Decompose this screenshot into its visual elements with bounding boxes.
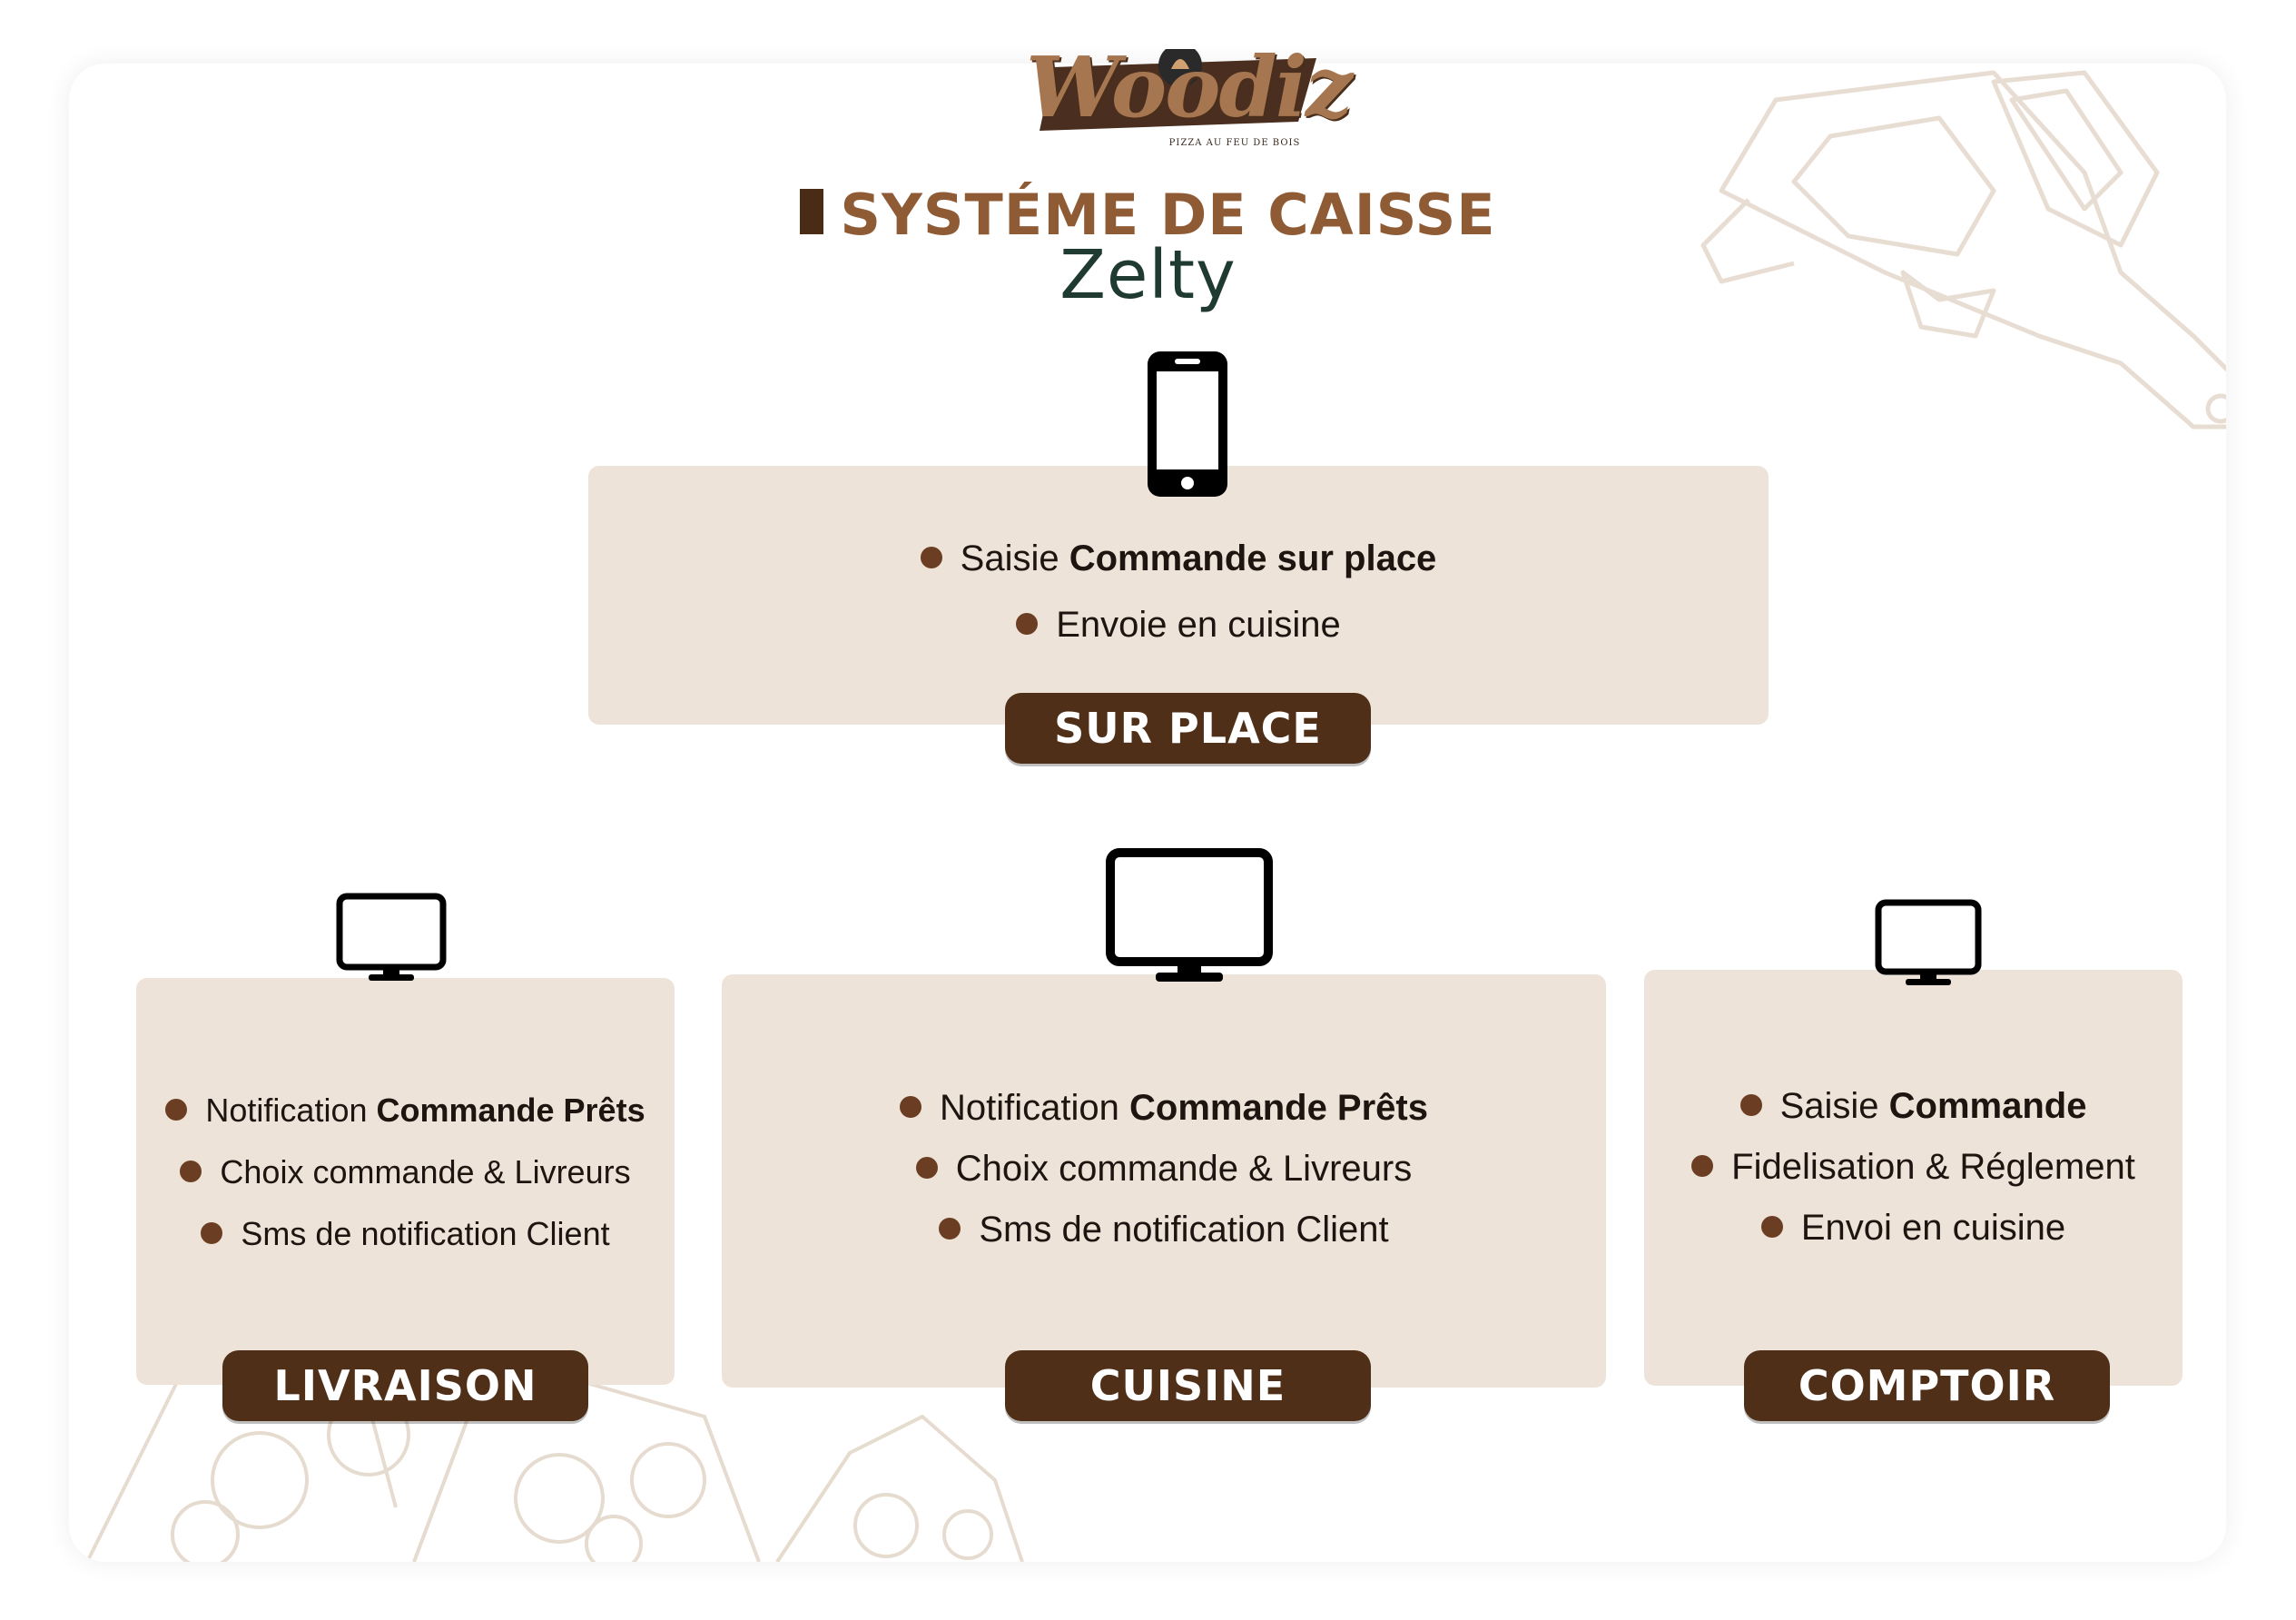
list-item: Saisie Commande sur place	[588, 538, 1769, 579]
livraison-list: Notification Commande Prêts Choix comman…	[136, 1092, 675, 1253]
list-item: Sms de notification Client	[722, 1210, 1606, 1250]
monitor-icon	[336, 893, 447, 981]
sur-place-label: SUR PLACE	[1005, 693, 1371, 764]
list-item: Fidelisation & Réglement	[1644, 1147, 2183, 1188]
bullet-dot	[1691, 1155, 1714, 1178]
logo-wordmark: Woodiz	[1026, 38, 1353, 136]
title-row: SYSTÉME DE CAISSE	[0, 182, 2296, 248]
bullet-dot	[1016, 613, 1039, 636]
panel-sur-place: Saisie Commande sur place Envoie en cuis…	[588, 466, 1769, 725]
panel-cuisine: Notification Commande Prêts Choix comman…	[722, 974, 1606, 1388]
list-item: Choix commande & Livreurs	[722, 1149, 1606, 1190]
page-title: SYSTÉME DE CAISSE	[800, 182, 1495, 248]
list-item: Envoie en cuisine	[588, 605, 1769, 646]
page-title-text: SYSTÉME DE CAISSE	[840, 182, 1496, 248]
cuisine-list: Notification Commande Prêts Choix comman…	[722, 1088, 1606, 1250]
cutting-board-illustration	[1700, 70, 2226, 430]
list-item: Notification Commande Prêts	[136, 1092, 675, 1130]
panel-comptoir: Saisie Commande Fidelisation & Réglement…	[1644, 970, 2183, 1386]
livraison-label: LIVRAISON	[222, 1350, 588, 1421]
list-item: Envoi en cuisine	[1644, 1208, 2183, 1249]
bullet-dot	[920, 547, 942, 569]
smartphone-icon	[1148, 351, 1227, 497]
bullet-dot	[1760, 1216, 1783, 1239]
brand-name: Zelty	[1059, 236, 1237, 314]
cuisine-label: CUISINE	[1005, 1350, 1371, 1421]
bullet-dot	[939, 1218, 961, 1240]
sur-place-list: Saisie Commande sur place Envoie en cuis…	[588, 538, 1769, 646]
monitor-icon	[1106, 848, 1273, 982]
logo-banner-shape	[1040, 49, 1316, 131]
list-item: Saisie Commande	[1644, 1086, 2183, 1127]
woodiz-logo: Woodiz PIZZA AU FEU DE BOIS	[1026, 22, 1353, 149]
bullet-dot	[915, 1157, 938, 1180]
list-item: Notification Commande Prêts	[722, 1088, 1606, 1129]
logo-tagline: PIZZA AU FEU DE BOIS	[1168, 138, 1301, 148]
bullet-dot	[201, 1222, 223, 1245]
panel-livraison: Notification Commande Prêts Choix comman…	[136, 978, 675, 1385]
list-item: Choix commande & Livreurs	[136, 1153, 675, 1191]
bullet-dot	[180, 1161, 202, 1183]
bullet-dot	[165, 1099, 188, 1121]
monitor-icon	[1875, 899, 1982, 985]
comptoir-list: Saisie Commande Fidelisation & Réglement…	[1644, 1086, 2183, 1249]
title-accent-bar	[800, 189, 824, 234]
list-item: Sms de notification Client	[136, 1215, 675, 1253]
bullet-dot	[1739, 1094, 1762, 1117]
comptoir-label: COMPTOIR	[1744, 1350, 2110, 1421]
bullet-dot	[900, 1096, 922, 1119]
